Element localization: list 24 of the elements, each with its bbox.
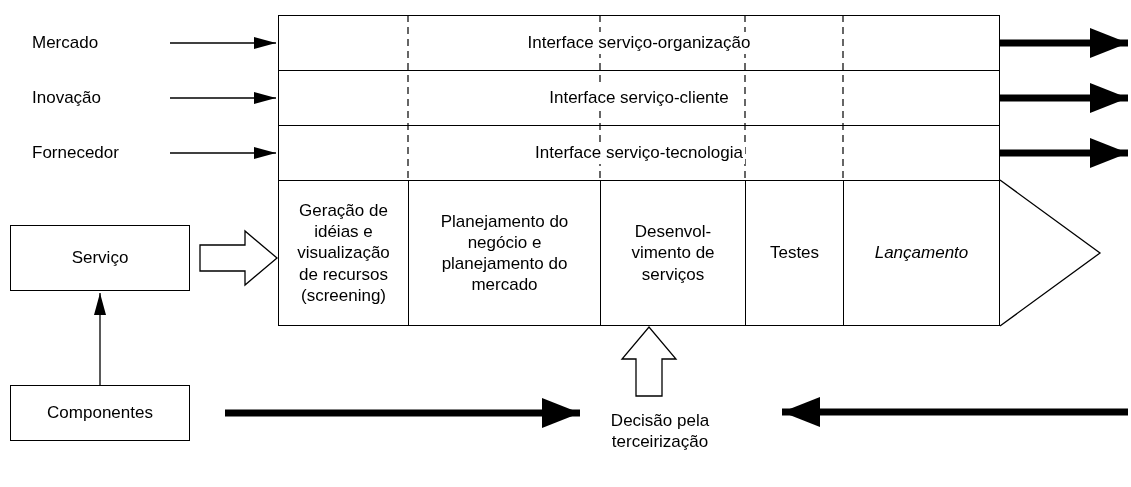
interface-band — [278, 15, 1000, 71]
stage-box — [843, 180, 1000, 326]
stage-box — [278, 180, 409, 326]
interface-band — [278, 70, 1000, 126]
arrow — [94, 292, 106, 386]
process-box — [10, 385, 190, 441]
label-text: Inovação — [31, 87, 102, 109]
node-text: Desenvol- vimento de serviços — [630, 221, 716, 285]
node-text: Lançamento — [873, 242, 970, 264]
label-text: Decisão pela terceirização — [609, 409, 711, 453]
arrow — [169, 37, 277, 49]
node-text: Geração de idéias e visualização de recursos (screening) — [296, 199, 391, 307]
node-text: Componentes — [46, 402, 154, 424]
arrow — [169, 92, 277, 104]
node-text: Planejamento do negócio e planejamento do mercado — [439, 210, 570, 296]
block-arrow — [620, 326, 678, 397]
label-text: Mercado — [31, 32, 100, 54]
arrow — [169, 147, 277, 159]
label-text: Fornecedor — [31, 142, 120, 164]
node-text: Serviço — [70, 247, 130, 269]
node-text: Interface serviço-cliente — [547, 87, 731, 109]
process-box — [10, 225, 190, 291]
node-text: Testes — [768, 242, 821, 264]
block-arrow — [199, 229, 278, 287]
